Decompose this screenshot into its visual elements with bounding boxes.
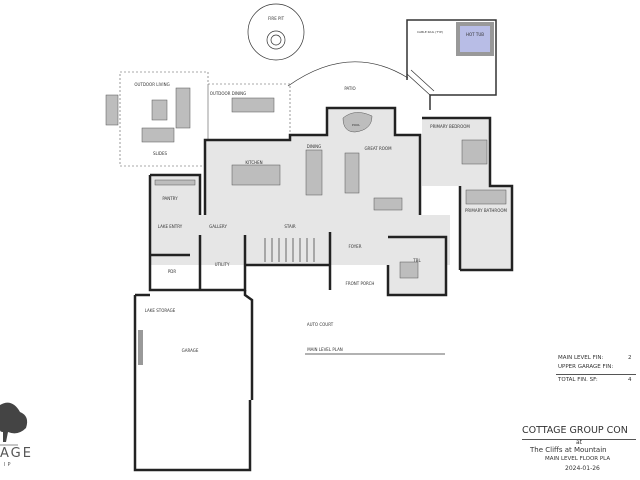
upper-garage-fin-label: UPPER GARAGE FIN: <box>558 364 614 370</box>
fire-pit-label: FIRE PIT <box>268 16 285 21</box>
house: KITCHEN DINING GREAT ROOM POOL PRIMARY B… <box>148 106 514 297</box>
logo-word: AGE <box>0 446 33 461</box>
title-at: at <box>576 439 583 446</box>
primary-bedroom-label: PRIMARY BEDROOM <box>430 124 470 129</box>
gallery-label: GALLERY <box>209 224 227 229</box>
utility-label: UTILITY <box>215 262 230 267</box>
sheet-title: MAIN LEVEL FLOOR PLA <box>545 456 611 462</box>
project-name: The Cliffs at Mountain <box>530 446 607 454</box>
hot-tub-label: HOT TUB <box>466 32 484 37</box>
main-level-fin-label: MAIN LEVEL FIN: <box>558 355 604 361</box>
title-underline <box>522 439 636 440</box>
outdoor-dining-label: OUTDOOR DINING <box>210 91 246 96</box>
cable-rail-note: CABLE RAIL (TYP) <box>417 30 443 34</box>
summary-divider <box>556 374 636 375</box>
pool-label: POOL <box>352 123 361 127</box>
slides-note: SLIDES <box>153 151 168 156</box>
outdoor-living: OUTDOOR LIVING SLIDES <box>105 71 209 167</box>
fire-pit: FIRE PIT <box>247 3 305 61</box>
garage: LAKE STORAGE GARAGE <box>133 290 254 472</box>
lake-entry-label: LAKE ENTRY <box>158 224 183 229</box>
pantry-label: PANTRY <box>162 196 178 201</box>
sheet-date: 2024-01-26 <box>565 465 600 472</box>
stair-label: STAIR <box>284 224 296 229</box>
hot-tub-deck: HOT TUB CABLE RAIL (TYP) <box>406 19 497 110</box>
foyer-label: FOYER <box>349 244 362 249</box>
plan-label: MAIN LEVEL PLAN <box>307 347 343 352</box>
logo-subword: IP <box>4 462 13 468</box>
total-fin-label: TOTAL FIN. SF: <box>558 377 598 383</box>
primary-bathroom-label: PRIMARY BATHROOM <box>465 208 507 213</box>
patio-edge <box>287 61 409 87</box>
auto-court-label: AUTO COURT <box>307 322 334 327</box>
logo-tree-icon <box>0 402 28 446</box>
outdoor-dining: OUTDOOR DINING <box>207 83 291 141</box>
kitchen-label: KITCHEN <box>245 160 262 165</box>
garage-label: GARAGE <box>182 348 199 353</box>
company-name: COTTAGE GROUP CON <box>522 425 628 436</box>
main-level-fin-value: 2 <box>628 355 632 361</box>
dining-label: DINING <box>307 144 322 149</box>
front-porch-label: FRONT PORCH <box>346 281 375 286</box>
tbl-label: TBL <box>412 258 421 263</box>
lake-storage-label: LAKE STORAGE <box>145 308 176 313</box>
pdr-label: PDR <box>168 269 176 274</box>
total-fin-value: 4 <box>628 377 632 383</box>
patio-label: PATIO <box>344 86 355 91</box>
outdoor-living-label: OUTDOOR LIVING <box>134 82 169 87</box>
great-room-label: GREAT ROOM <box>364 146 392 151</box>
